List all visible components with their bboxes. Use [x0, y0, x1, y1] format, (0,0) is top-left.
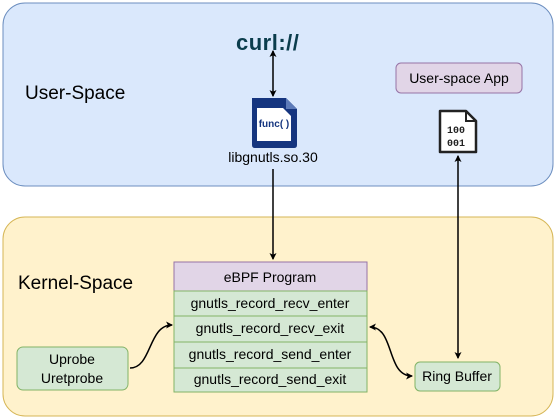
arrow-uprobe-to-ebpf: [129, 321, 174, 369]
file-function-icon: func( ): [252, 98, 297, 148]
user-space-label: User-Space: [25, 83, 125, 104]
binary-icon-line2: 001: [447, 139, 465, 150]
ring-buffer-label: Ring Buffer: [422, 368, 492, 384]
user-space-app-label: User-space App: [409, 70, 509, 86]
arrow-ebpf-to-ringbuffer: [368, 323, 414, 380]
uretprobe-label: Uretprobe: [41, 370, 103, 386]
uprobe-label: Uprobe: [49, 351, 95, 367]
binary-file-icon: 100 001: [438, 109, 478, 154]
ebpf-row-1: [173, 290, 368, 317]
curl-logo-text: curl://: [236, 30, 299, 55]
user-space-region: [2, 2, 554, 187]
func-icon-text: func( ): [259, 119, 290, 130]
ebpf-header-label: eBPF Program: [224, 269, 317, 285]
binary-icon-line1: 100: [447, 126, 465, 137]
uprobe-box: [16, 346, 129, 391]
kernel-space-label: Kernel-Space: [18, 273, 133, 294]
ebpf-row-4-label: gnutls_record_send_exit: [194, 371, 347, 387]
libgnutls-label: libgnutls.so.30: [228, 149, 318, 165]
user-space-app-box: [395, 62, 523, 94]
ebpf-row-2-label: gnutls_record_recv_exit: [196, 320, 345, 336]
ebpf-program-table: eBPF Program gnutls_record_recv_enter gn…: [173, 261, 368, 393]
ebpf-row-3-label: gnutls_record_send_enter: [189, 346, 352, 362]
ebpf-header-box: [173, 261, 368, 292]
ebpf-row-1-label: gnutls_record_recv_enter: [191, 295, 350, 311]
ebpf-row-3: [173, 341, 368, 369]
ebpf-row-4: [173, 367, 368, 393]
ring-buffer-box: [414, 361, 501, 392]
curl-logo-icon: curl://: [236, 30, 299, 55]
